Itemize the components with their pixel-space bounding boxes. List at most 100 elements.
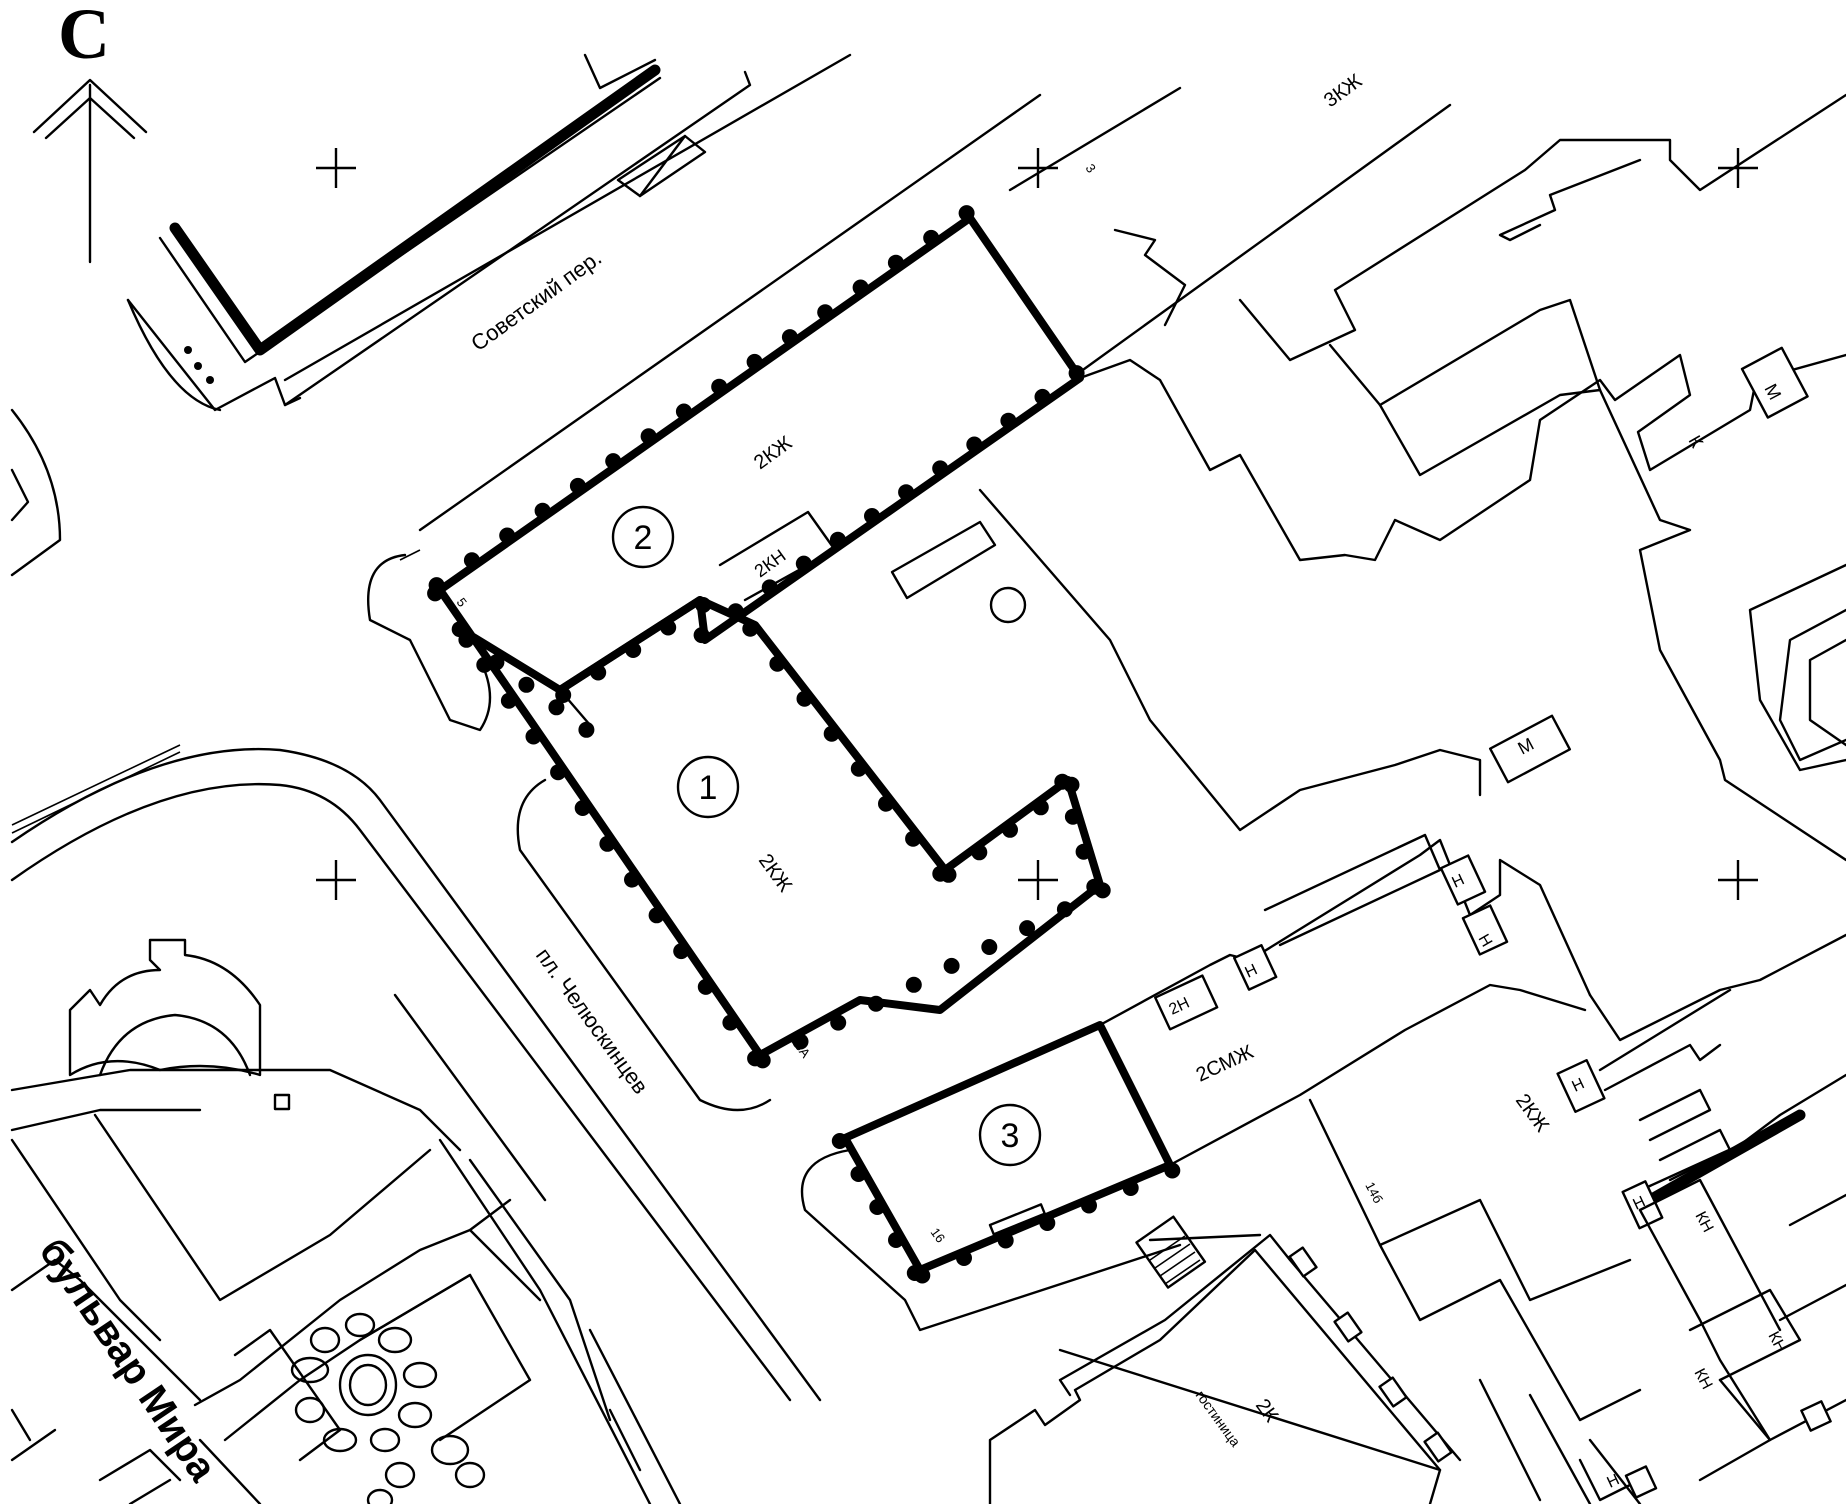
wall-pier <box>427 585 444 602</box>
wall-pier <box>943 957 960 974</box>
wall-pier <box>898 484 915 501</box>
wall-pier <box>1086 878 1103 895</box>
wall-pier <box>1081 1197 1097 1214</box>
wall-pier <box>1039 1215 1056 1231</box>
wall-pier <box>781 329 798 346</box>
wall-pier <box>829 531 846 548</box>
wall-pier <box>1002 821 1018 838</box>
wall-pier <box>500 692 517 709</box>
flower-garden <box>290 1312 486 1504</box>
zone-labels: 3КЖ 2КЖ 2КН 2КЖ 2СМЖ 2КЖ 2Н Н Н Н Н Н Н … <box>454 70 1790 1492</box>
wall-pier <box>997 1232 1014 1249</box>
wall-pier <box>1064 808 1081 825</box>
object-3-number: 3 <box>1001 1117 1020 1155</box>
label-kn-1: КН <box>1691 1209 1716 1235</box>
wall-pier <box>956 1250 972 1266</box>
label-hotel: гостиница <box>1193 1387 1244 1449</box>
wall-pier <box>878 795 894 812</box>
label-kn-2: КН <box>1764 1329 1789 1355</box>
hotel-building <box>988 1215 1462 1504</box>
wall-pier <box>569 477 586 494</box>
wall-pier <box>850 1166 867 1182</box>
label-2kzh-right: 2КЖ <box>1511 1090 1553 1137</box>
wall-pier <box>1122 1180 1139 1196</box>
wall-pier <box>640 428 657 445</box>
wall-pier <box>605 453 622 470</box>
wall-pier <box>850 760 867 777</box>
label-house-16: 16 <box>928 1225 949 1246</box>
wall-pier <box>476 656 493 673</box>
wall-pier <box>932 460 949 477</box>
wall-pier <box>1034 388 1051 405</box>
label-house-14b: 14б <box>1362 1179 1386 1205</box>
wall-pier <box>499 527 516 544</box>
wall-pier <box>754 1052 771 1069</box>
wall-pier <box>966 436 983 453</box>
object-1-marker <box>676 755 740 819</box>
object-1-building <box>436 587 1104 1112</box>
road-edges <box>10 53 1452 1402</box>
wall-pier <box>525 728 542 745</box>
wall-pier <box>578 721 595 738</box>
wall-pier <box>742 620 759 637</box>
street-sovetsky-label: Советский пер. <box>466 245 606 356</box>
wall-pier <box>914 1267 931 1284</box>
wall-pier <box>795 555 812 572</box>
wall-pier <box>648 907 665 924</box>
wall-pier <box>625 642 642 658</box>
street-bulvar-mira-label: бульвар Мира <box>31 1230 226 1489</box>
wall-pier <box>550 764 567 781</box>
wall-pier <box>746 353 763 370</box>
park-square <box>10 938 682 1504</box>
label-n-6: Н <box>1605 1471 1623 1491</box>
wall-pier <box>830 1014 847 1031</box>
label-2smzh: 2СМЖ <box>1193 1041 1258 1087</box>
wall-pier <box>599 835 616 852</box>
wall-pier <box>905 830 922 847</box>
wall-pier <box>463 552 480 569</box>
wall-pier <box>711 378 728 395</box>
object-2-marker <box>611 505 675 569</box>
wall-pier <box>769 655 786 672</box>
wall-pier <box>868 995 884 1012</box>
wall-pier <box>1019 920 1036 937</box>
wall-pier <box>488 654 505 671</box>
wall-pier <box>971 844 988 861</box>
wall-pier <box>888 1232 904 1248</box>
wall-pier <box>590 664 607 681</box>
upper-left-block <box>126 53 752 412</box>
lower-right-blocks <box>1098 833 1846 1504</box>
north-arrow: С <box>32 0 148 264</box>
object-markers: 2 1 3 <box>611 505 1042 1167</box>
object-2-building <box>367 214 1084 732</box>
wall-pier <box>555 687 572 703</box>
wall-pier <box>831 1133 848 1149</box>
wall-pier <box>869 1199 886 1215</box>
mid-right-blocks <box>978 93 1846 862</box>
wall-pier <box>958 205 975 222</box>
wall-pier <box>761 579 778 596</box>
wall-pier <box>722 1014 739 1031</box>
grid-crosses <box>316 148 1758 900</box>
wall-piers <box>427 205 1181 1284</box>
wall-pier <box>675 403 692 420</box>
street-chelyuskintsev-label: пл. Челюскинцев <box>531 943 653 1098</box>
wall-pier <box>1000 412 1017 429</box>
wall-pier <box>534 502 551 519</box>
wall-pier <box>548 699 565 716</box>
label-2kzh-center: 2КЖ <box>754 850 796 897</box>
object-3-marker <box>978 1103 1042 1167</box>
wall-pier <box>1075 843 1092 860</box>
wall-pier <box>817 304 834 321</box>
label-3kzh: 3КЖ <box>1320 70 1367 112</box>
wall-pier <box>905 976 922 993</box>
wall-pier <box>673 943 690 960</box>
wall-pier <box>1054 773 1071 790</box>
wall-pier <box>1068 365 1085 382</box>
wall-pier <box>792 1033 809 1050</box>
wall-pier <box>864 508 880 524</box>
label-house-3: 3 <box>1083 161 1099 176</box>
wall-pier <box>852 279 869 296</box>
wall-pier <box>1164 1162 1181 1179</box>
